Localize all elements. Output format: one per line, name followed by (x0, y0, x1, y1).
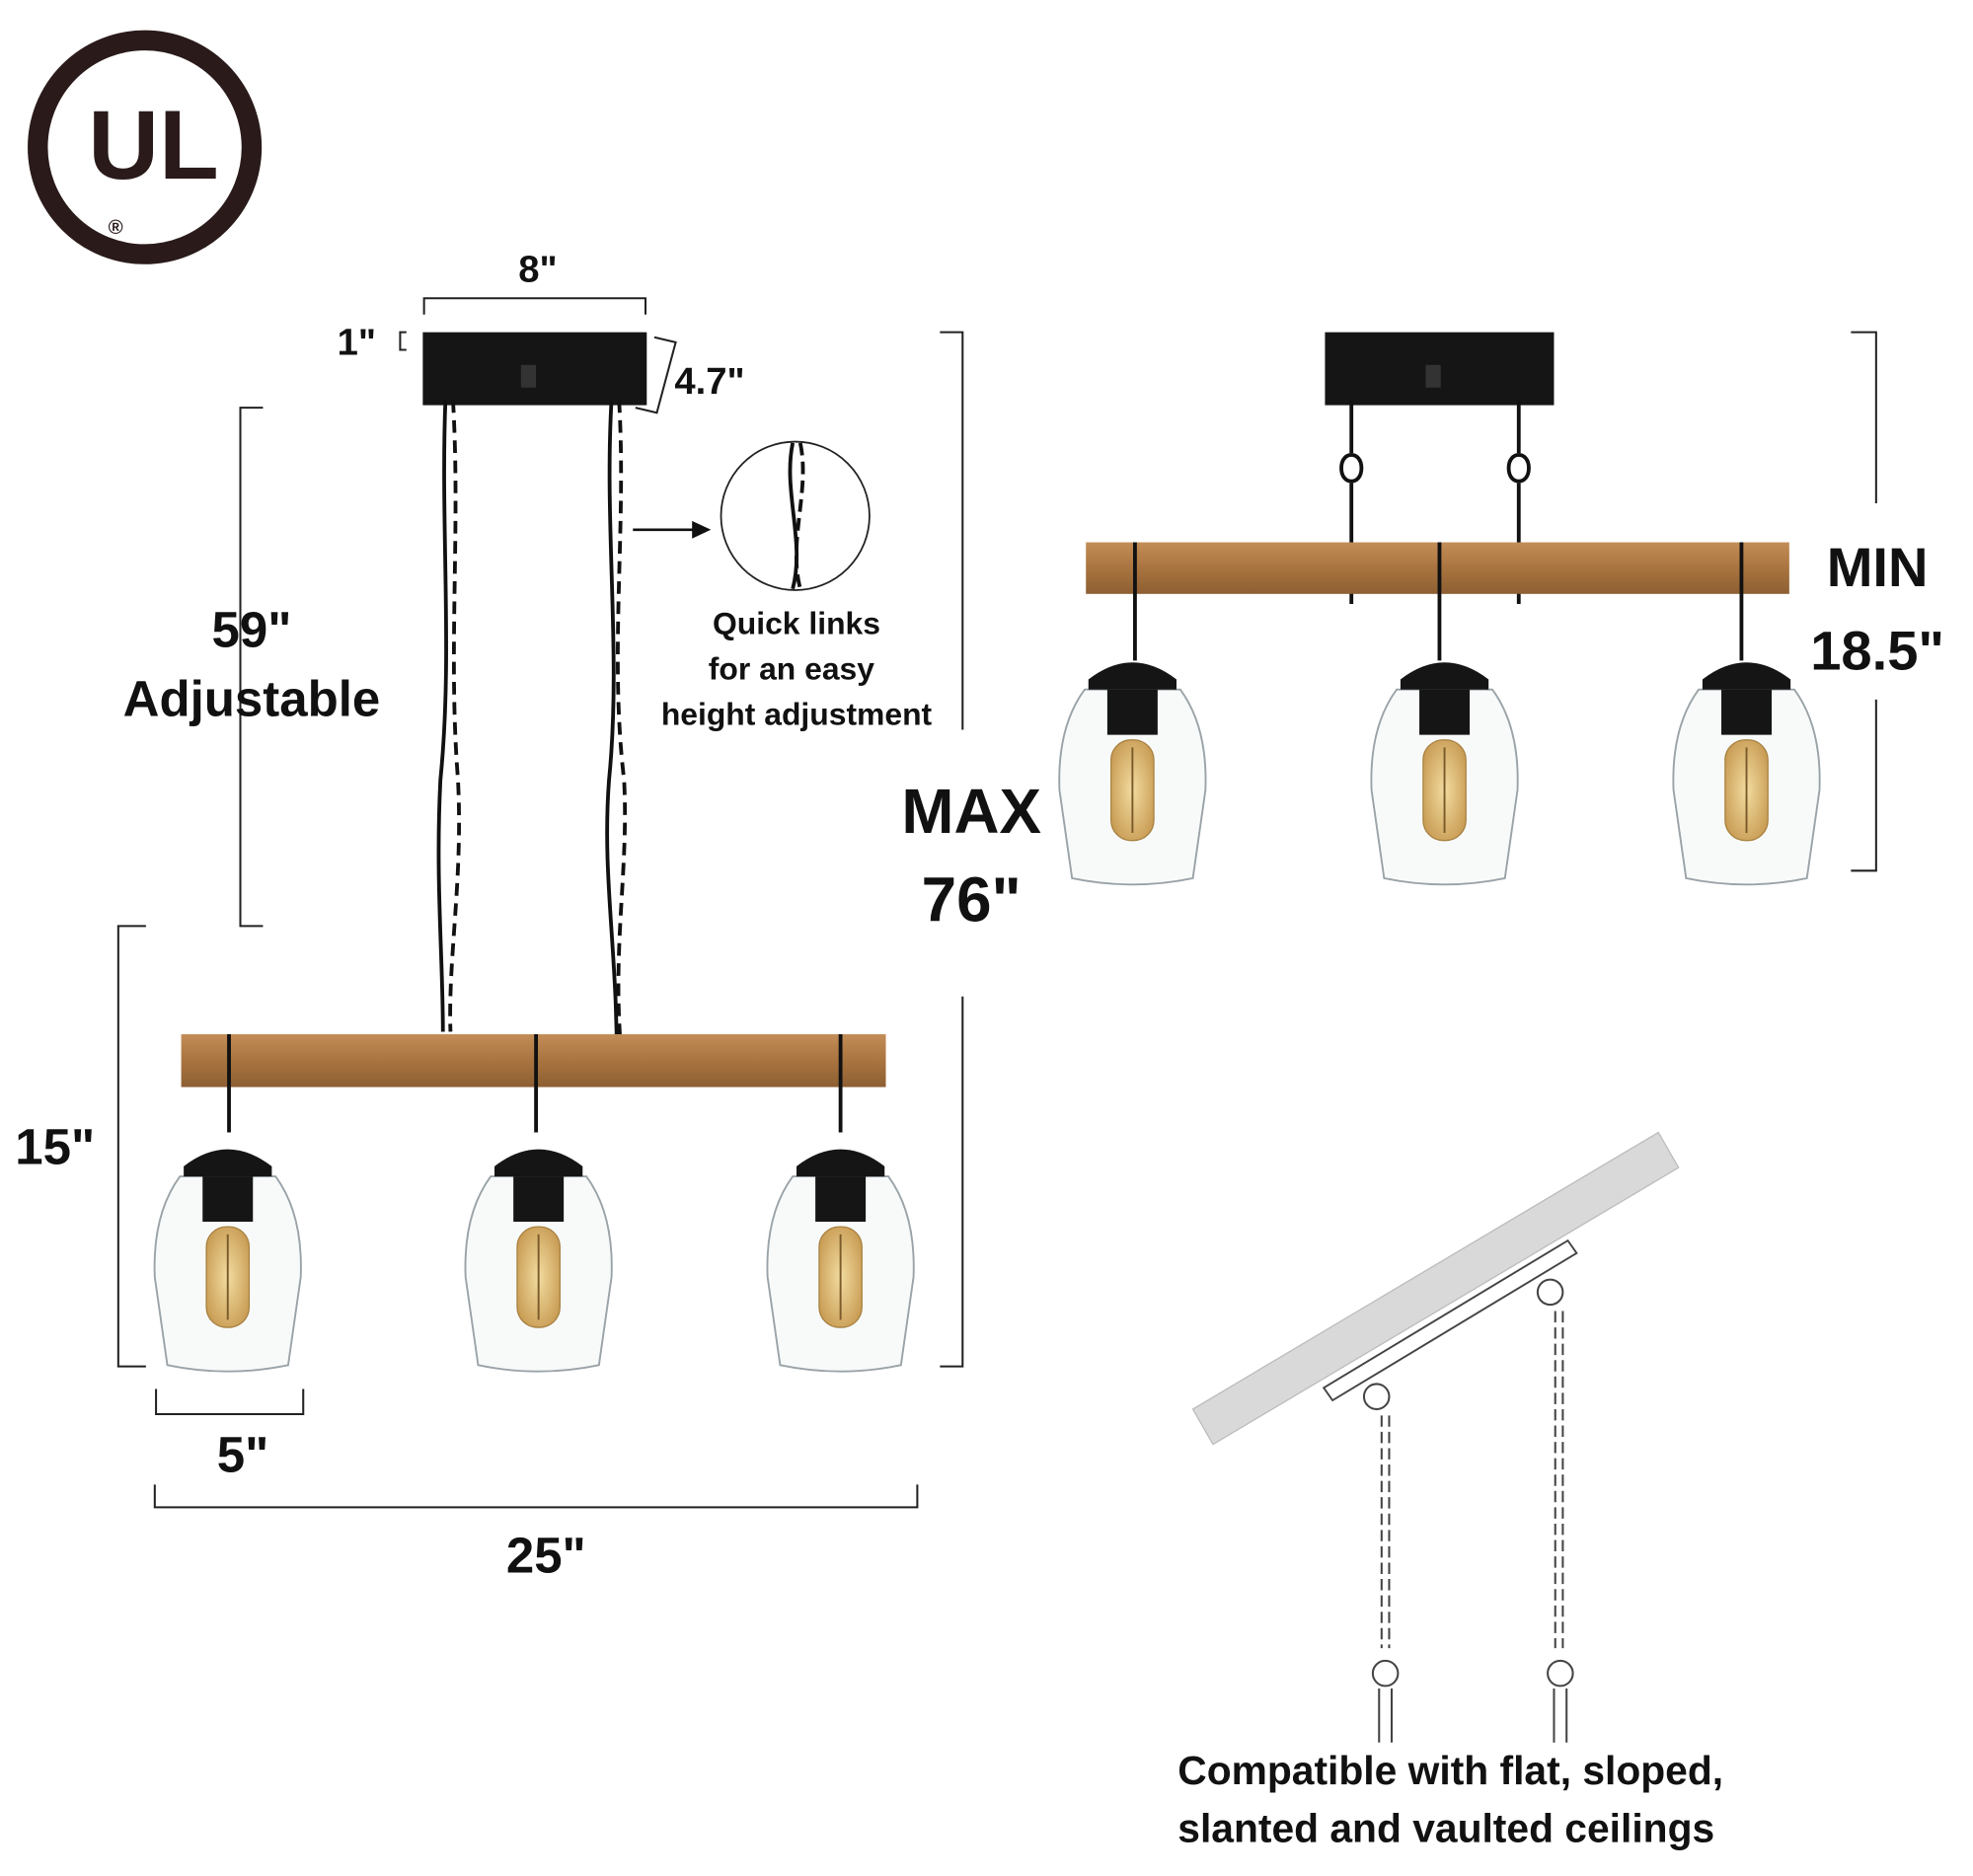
right-fixture-min (1058, 332, 1821, 886)
quick-links-callout: Quick links for an easy height adjustmen… (633, 440, 933, 731)
pendant-shade (464, 1148, 613, 1373)
pendant-shade (766, 1148, 915, 1373)
chain-adjustable-label: Adjustable (123, 670, 381, 726)
registered-mark: ® (109, 217, 123, 239)
left-fixture-max (153, 332, 915, 1373)
quick-links-line1: Quick links (713, 606, 880, 641)
ceiling-compat-line1: Compatible with flat, sloped, (1177, 1748, 1723, 1793)
min-value-label: 18.5" (1810, 619, 1944, 681)
ul-certification-logo: UL ® (28, 30, 263, 264)
max-label: MAX (901, 776, 1041, 847)
canopy-height-label: 1" (338, 322, 376, 364)
overall-width-label: 25" (506, 1528, 586, 1584)
wood-beam (181, 1034, 886, 1088)
ceiling-compat-line2: slanted and vaulted ceilings (1177, 1805, 1714, 1850)
dim-canopy-width (422, 297, 647, 315)
pendant-shade (153, 1148, 302, 1373)
quick-links-line3: height adjustment (661, 696, 933, 731)
pendant-shade (1672, 661, 1821, 886)
pendant-shade (1058, 661, 1207, 886)
pendant-shade (1370, 661, 1519, 886)
chain-left (436, 400, 461, 1032)
chain-length-label: 59" (212, 601, 292, 657)
quick-links-line2: for an easy (709, 651, 875, 687)
sloped-ceiling-illustration: Compatible with flat, sloped, slanted an… (1177, 1131, 1723, 1850)
chain-right (605, 400, 628, 1083)
ul-logo-text: UL (88, 91, 219, 200)
canopy-depth-label: 4.7" (674, 360, 744, 403)
fixture-height-label: 15" (15, 1118, 95, 1174)
min-label: MIN (1827, 536, 1929, 598)
canopy-width-label: 8" (518, 249, 557, 291)
max-value-label: 76" (922, 863, 1022, 935)
shade-width-label: 5" (217, 1427, 269, 1483)
